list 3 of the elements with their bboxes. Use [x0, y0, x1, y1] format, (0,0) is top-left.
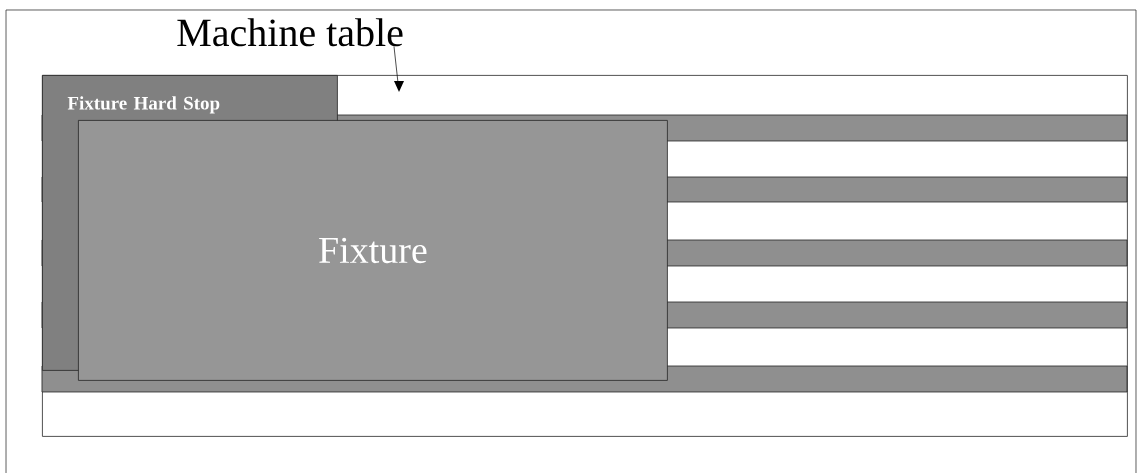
- leader-line: [393, 46, 404, 92]
- fixture-block: Fixture: [78, 120, 668, 381]
- table-label: Machine table: [177, 18, 403, 47]
